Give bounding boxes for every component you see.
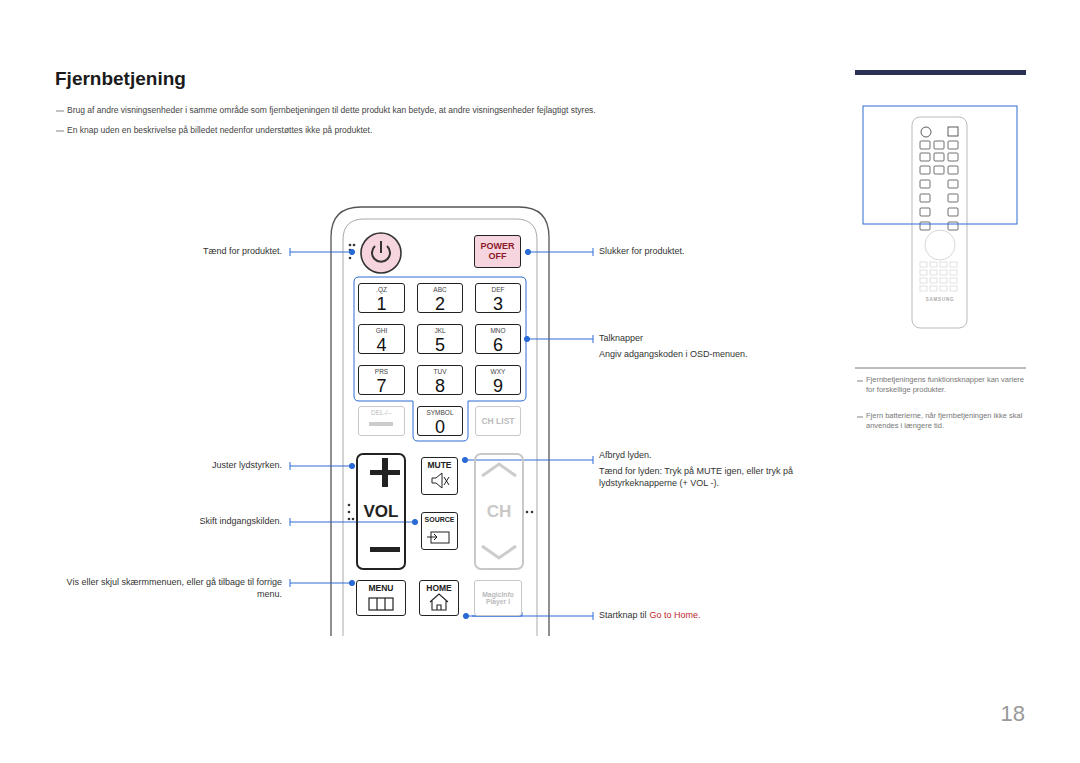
- key-label: PRS: [375, 369, 388, 376]
- note-text: Fjernbetjeningens funktionsknapper kan v…: [866, 375, 1026, 395]
- key-digit: 0: [435, 418, 445, 437]
- callout-text: Afbryd lyden.: [599, 449, 819, 461]
- callout-text: Slukker for produktet.: [599, 245, 799, 257]
- callout-text: Tænd for produktet.: [100, 245, 282, 257]
- key-label: TUV: [434, 369, 447, 376]
- rocker-button: VOL: [356, 453, 406, 570]
- remote-body: [331, 207, 549, 636]
- key-label: MagicInfo Player I: [475, 591, 521, 605]
- page-title: Fjernbetjening: [55, 68, 186, 91]
- key-label: ABC: [433, 287, 446, 294]
- key-label: CH: [487, 503, 512, 521]
- rocker-button: CH: [474, 453, 524, 570]
- remote-button: HOME: [419, 580, 459, 616]
- key-label: HOME: [426, 584, 452, 593]
- remote-button: ABC2: [417, 283, 463, 313]
- key-label: POWER OFF: [475, 242, 520, 261]
- key-label: MENU: [368, 584, 393, 593]
- note-text: Brug af andre visningsenheder i samme om…: [67, 105, 847, 116]
- thumbnail-keys: [920, 127, 958, 291]
- key-digit: 9: [493, 377, 503, 396]
- mute-icon: [432, 473, 449, 488]
- note-text: SAMSUNG: [915, 297, 965, 303]
- remote-button: MagicInfo Player I: [474, 580, 522, 616]
- remote-button: SYMBOL0: [417, 406, 463, 436]
- remote-button: .QZ1: [358, 283, 405, 313]
- marker-dots: [348, 244, 534, 521]
- thumbnail-highlight: [863, 106, 1017, 224]
- key-digit: 5: [435, 336, 445, 355]
- power-button: [361, 233, 401, 273]
- key-label: JKL: [434, 328, 445, 335]
- note-dashes: [56, 111, 863, 417]
- home-icon: [430, 594, 448, 610]
- key-label: GHI: [376, 328, 388, 335]
- callout-text: Vis eller skjul skærmmenuen, eller gå ti…: [55, 576, 282, 600]
- key-label: WXY: [491, 369, 506, 376]
- remote-button: GHI4: [358, 324, 405, 354]
- key-label: VOL: [364, 503, 399, 521]
- remote-button: MUTE: [421, 457, 458, 495]
- leader-lines: [290, 248, 593, 620]
- key-label: .QZ: [376, 287, 387, 294]
- key-label: SYMBOL: [426, 410, 453, 417]
- key-digit: 3: [493, 295, 503, 314]
- header-bar: [855, 70, 1026, 75]
- callout-text: Skift indgangskilden.: [100, 515, 282, 527]
- key-digit: 4: [376, 336, 386, 355]
- del-bar: [369, 422, 393, 426]
- remote-button: CH LIST: [475, 406, 521, 436]
- remote-button: WXY9: [475, 365, 521, 395]
- channel-arrows: [482, 464, 516, 558]
- callout-text: Startknap til: [599, 609, 647, 621]
- thumbnail-remote: [912, 117, 967, 328]
- key-label: SOURCE: [425, 516, 455, 523]
- key-label: DEL-/--: [371, 410, 392, 417]
- note-text: Fjern batterierne, når fjernbetjeningen …: [866, 411, 1026, 431]
- remote-button: POWER OFF: [474, 235, 521, 268]
- menu-icon: [369, 598, 393, 610]
- remote-button: TUV8: [417, 365, 463, 395]
- key-digit: 1: [376, 295, 386, 314]
- note-text: 18: [975, 702, 1025, 726]
- remote-button: DEF3: [475, 283, 521, 313]
- remote-button: MNO6: [475, 324, 521, 354]
- key-digit: 8: [435, 377, 445, 396]
- callout-text: Talknapper: [599, 332, 799, 344]
- sidebar-rule: [855, 368, 1026, 369]
- remote-button: JKL5: [417, 324, 463, 354]
- callout-text: Angiv adgangskoden i OSD-menuen.: [599, 348, 799, 360]
- remote-button: PRS7: [358, 365, 405, 395]
- note-text: En knap uden en beskrivelse på billedet …: [67, 125, 847, 136]
- callout-text: Tænd for lyden: Tryk på MUTE igen, eller…: [599, 465, 824, 489]
- key-label: MNO: [490, 328, 505, 335]
- remote-inner-edge: [343, 219, 537, 636]
- key-digit: 7: [376, 377, 386, 396]
- key-digit: 6: [493, 336, 503, 355]
- remote-button: MENU: [356, 580, 406, 616]
- remote-button: DEL-/--: [358, 406, 405, 436]
- key-label: CH LIST: [481, 417, 514, 426]
- key-label: MUTE: [427, 461, 451, 470]
- number-group-outline: [354, 277, 526, 441]
- callout-text: Go to Home.: [650, 609, 701, 621]
- key-digit: 2: [435, 295, 445, 314]
- remote-button: SOURCE: [421, 512, 458, 550]
- key-label: DEF: [492, 287, 505, 294]
- callout-text: Juster lydstyrken.: [100, 459, 282, 471]
- source-icon: [427, 532, 449, 543]
